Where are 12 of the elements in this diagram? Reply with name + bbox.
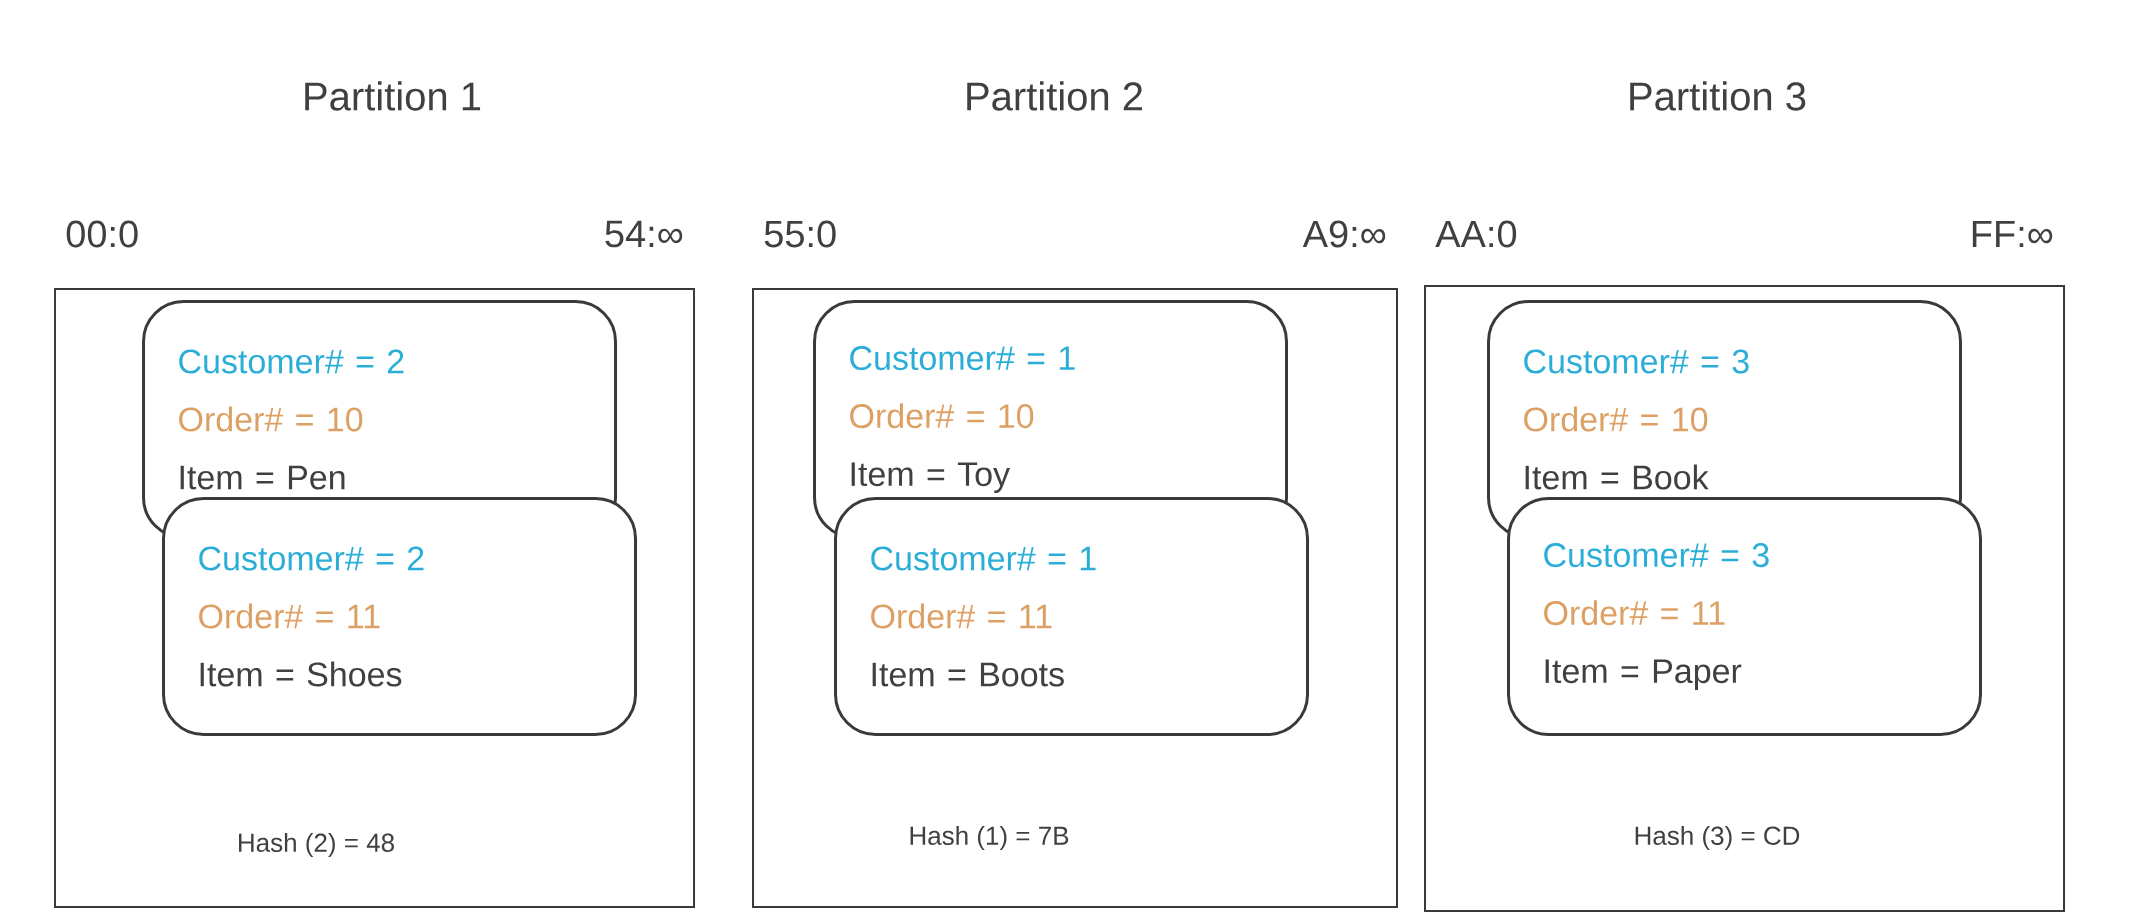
range-label: 55:0	[764, 220, 836, 248]
record-box: Customer# = 1 Order# = 11 Item = Boots	[834, 497, 1309, 736]
range-label: 00:0	[66, 220, 138, 248]
range-label: A9:∞	[1302, 220, 1386, 248]
record-box: Customer# = 3 Order# = 11 Item = Paper	[1507, 497, 1982, 736]
range-label: FF:∞	[1972, 220, 2053, 248]
partition-title: Partition 2	[967, 81, 1142, 111]
range-label: AA:0	[1435, 220, 1517, 248]
record-box: Customer# = 2 Order# = 11 Item = Shoes	[162, 497, 637, 736]
partition-title: Partition 3	[1630, 81, 1806, 111]
partition-title: Partition 1	[305, 81, 481, 111]
range-label: 54:∞	[605, 220, 683, 248]
